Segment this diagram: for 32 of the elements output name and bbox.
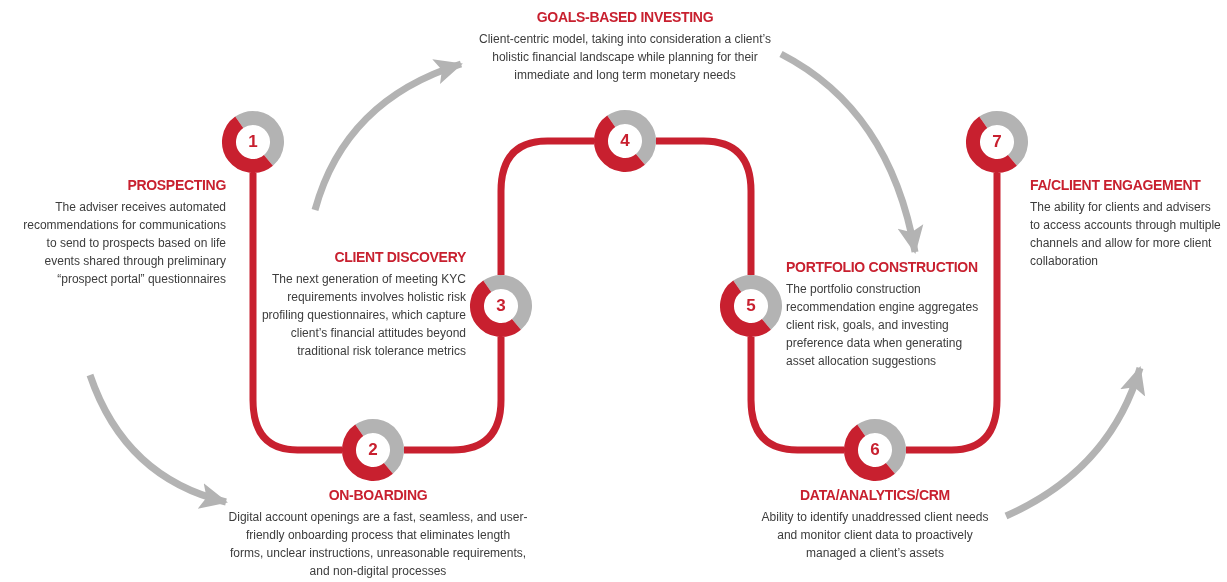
curved-arrow [311, 60, 463, 212]
step-description: Ability to identify unaddressed client needs and monitor client data to proactively managed a client’s assets [760, 509, 990, 562]
step-heading: DATA/ANALYTICS/CRM [799, 486, 951, 504]
step-description: Digital account openings are a fast, seamless, and user-friendly onboarding process that eliminates length forms, unclear instructions, unreasonable requirements, and non-digital processes [228, 509, 528, 580]
step-number: 5 [745, 295, 757, 317]
step-description: The ability for clients and advisers to access accounts through multiple channels and allow for more client collaboration [1030, 199, 1222, 270]
curved-arrow [779, 50, 923, 254]
curved-arrow [86, 373, 228, 508]
step-number: 3 [495, 295, 507, 317]
step-description: The adviser receives automated recommendations for communications to send to prospects based on life events shared through preliminary “prospect portal” questionnaires [22, 199, 226, 288]
step-description: The next generation of meeting KYC requirements involves holistic risk profiling questionnaires, which capture client’s financial attitudes beyond traditional risk tolerance metrics [260, 271, 466, 360]
step-heading: PORTFOLIO CONSTRUCTION [786, 258, 979, 276]
step-heading: GOALS-BASED INVESTING [535, 8, 715, 26]
step-circle [469, 274, 533, 338]
step-number: 2 [367, 439, 379, 461]
step-circle [719, 274, 783, 338]
step-number: 1 [247, 131, 259, 153]
step-heading: ON-BOARDING [327, 486, 429, 504]
step-heading: PROSPECTING [126, 176, 226, 194]
step-number: 7 [991, 131, 1003, 153]
step-heading: FA/CLIENT ENGAGEMENT [1030, 176, 1202, 194]
step-circle [965, 110, 1029, 174]
step-circle [843, 418, 907, 482]
step-description: The portfolio construction recommendation engine aggregates client risk, goals, and investing preference data when generating asset allocation suggestions [786, 281, 980, 370]
curved-arrow [1004, 366, 1145, 520]
step-circle [341, 418, 405, 482]
step-circle [593, 109, 657, 173]
step-description: Client-centric model, taking into consideration a client’s holistic financial landscape while planning for their immediate and long term monetary needs [478, 31, 772, 84]
step-number: 4 [619, 130, 631, 152]
step-heading: CLIENT DISCOVERY [333, 248, 466, 266]
step-circle [221, 110, 285, 174]
step-number: 6 [869, 439, 881, 461]
